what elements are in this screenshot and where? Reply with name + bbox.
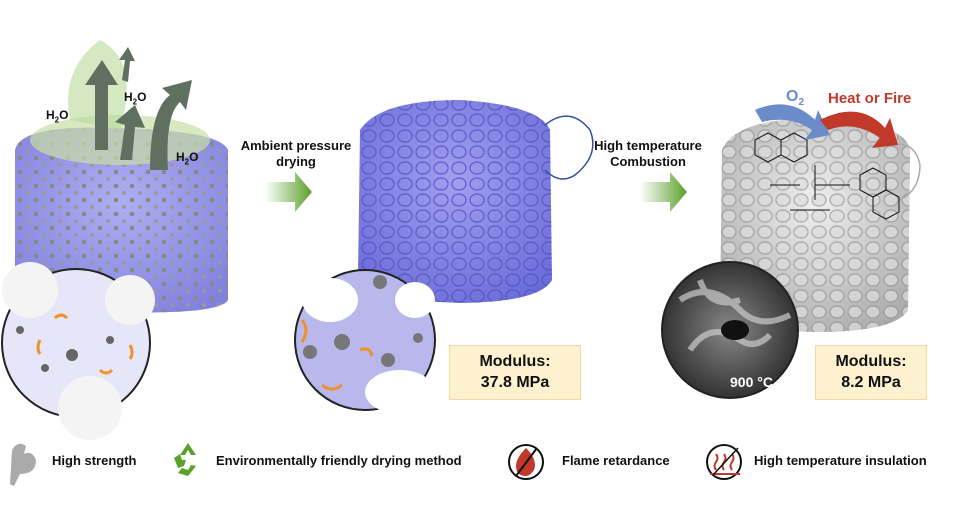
process-arrow-1: [265, 172, 312, 212]
muscle-icon: [544, 115, 594, 180]
heat-fire-label: Heat or Fire: [828, 90, 912, 107]
flexed-arm-icon: [10, 443, 36, 486]
aerogel-inset: [294, 269, 436, 414]
muscle-icon-gray: [889, 143, 921, 201]
h2o-label: H2O: [176, 150, 199, 167]
sem-temperature-label: 900 °C: [730, 374, 773, 390]
heat-insulation-icon: [706, 444, 742, 480]
process-arrow-2: [640, 172, 687, 212]
recycle-icon: [174, 443, 196, 476]
h2o-label: H2O: [46, 108, 69, 125]
legend-thermal-insulation: High temperature insulation: [754, 453, 927, 468]
modulus-box-carbon: Modulus:8.2 MPa: [815, 345, 927, 400]
o2-label: O2: [786, 88, 805, 109]
legend-eco-drying: Environmentally friendly drying method: [216, 453, 462, 468]
h2o-label: H2O: [124, 90, 147, 107]
modulus-box-aerogel: Modulus:37.8 MPa: [449, 345, 581, 400]
fire-arrow: [820, 111, 898, 148]
sem-image-inset: [661, 261, 799, 399]
legend-flame-retardance: Flame retardance: [562, 453, 670, 468]
aerogel-cube: [358, 100, 594, 303]
flame-retardant-icon: [508, 444, 544, 480]
o2-arrow: [755, 104, 830, 140]
molecular-structure: [754, 132, 900, 220]
legend-high-strength: High strength: [52, 453, 137, 468]
wet-gel-inset: [1, 262, 155, 440]
vapor-arrows: [85, 47, 192, 170]
